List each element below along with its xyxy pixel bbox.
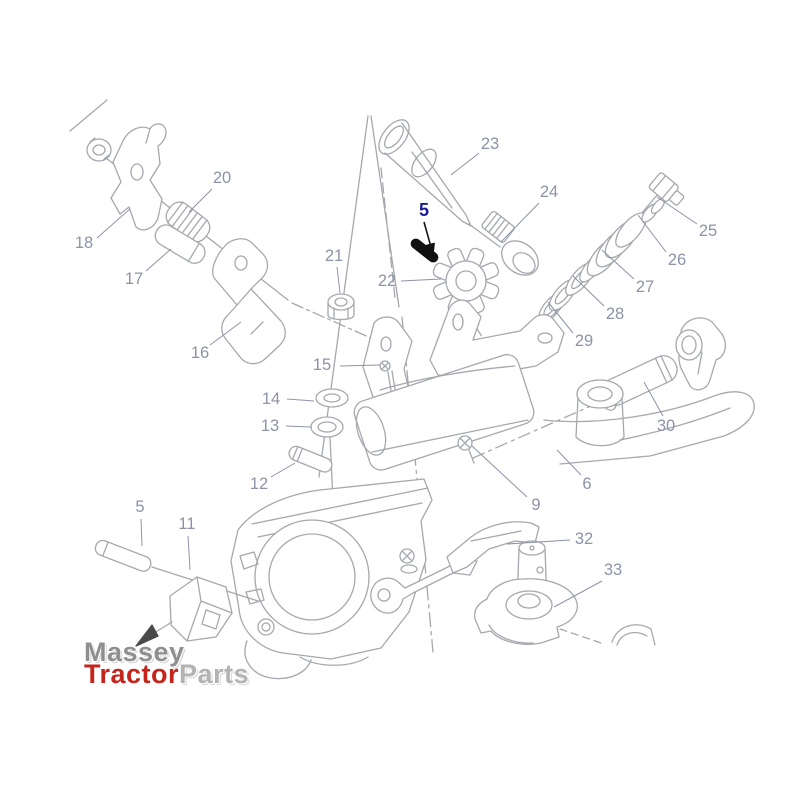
leader-line-24 [500,202,540,243]
leader-line-20 [188,188,213,213]
part-label-21: 21 [325,247,343,265]
part-label-14: 14 [262,390,280,408]
leader-line-6 [556,449,582,476]
part-11-block [135,576,233,647]
leader-line-5-plain [140,518,143,547]
part-17-pin [154,224,206,264]
part-label-30: 30 [657,417,675,435]
leader-line-9 [471,445,528,498]
part-18-fork-group [69,99,289,301]
leader-line-23 [450,152,480,176]
part-12-pin [288,445,333,473]
logo-line2: TractorParts [84,658,250,689]
leader-line-12 [270,462,296,478]
brand-logo: Massey TractorParts [84,637,250,689]
part-14-washer [315,388,349,408]
part-label-32: 32 [575,530,593,548]
highlighted-pin-part-5 [410,238,439,263]
part-label-11: 11 [178,515,195,533]
leader-line-18 [96,208,131,239]
main-housing-upper [353,353,755,471]
leader-line-15 [339,364,381,367]
leader-line-25 [656,196,698,225]
leader-line-16 [209,321,242,346]
part-label-17: 17 [125,270,143,288]
lever-arm [370,548,478,614]
part-16-bracket [212,238,383,365]
part-label-28: 28 [606,305,624,323]
part-label-25: 25 [699,222,717,240]
leader-line-13 [285,425,312,428]
part-label-33: 33 [604,561,622,579]
part-label-5-plain: 5 [135,498,144,516]
part-30-shaft [472,317,727,459]
leader-line-5-highlight [423,221,432,248]
part-label-27: 27 [636,278,654,296]
part-label-22: 22 [378,272,396,290]
hook-fragment [611,624,656,646]
part-label-29: 29 [575,332,593,350]
leader-line-27 [601,249,635,280]
leader-line-28 [572,275,605,307]
leader-line-30 [643,381,664,417]
part-label-6: 6 [582,475,591,493]
part-label-20: 20 [213,169,231,187]
spring-assembly [468,172,685,394]
part-label-12: 12 [250,475,268,493]
part-label-24: 24 [540,183,558,201]
leader-line-21 [336,266,341,294]
leader-line-17 [145,248,172,272]
part-label-9: 9 [531,496,540,514]
part-23-boot [378,119,501,248]
logo-massey-text: Massey [84,637,185,667]
leader-line-29 [547,301,574,334]
part-24-bolt [481,210,539,276]
part-label-16: 16 [191,344,209,362]
mounting-bracket [429,299,565,379]
leader-line-26 [637,214,667,253]
logo-tractor-text: Tractor [84,658,180,689]
part-label-15: 15 [313,356,331,374]
leader-line-14 [286,398,315,402]
logo-parts-text: Parts [179,658,250,689]
leader-line-33 [553,580,603,608]
part-label-26: 26 [668,251,686,269]
part-33-hub [473,540,602,645]
leader-line-22 [400,278,442,282]
part-5-pin-gray [94,539,259,602]
part-label-13: 13 [261,417,279,435]
leader-line-11 [187,535,191,571]
diagram-artwork [69,99,755,680]
part-label-5-highlight: 5 [419,200,429,220]
part-21-nut [327,293,355,321]
part-label-23: 23 [481,135,499,153]
part-label-18: 18 [75,234,93,252]
part-32-bracket [446,521,540,574]
leader-line-32 [506,539,571,545]
main-housing-lower [230,478,433,680]
part-labels-layer: 18 20 17 16 21 22 5 23 24 25 26 27 28 29 30 6 15 14 13 12 5 1… [75,135,717,608]
